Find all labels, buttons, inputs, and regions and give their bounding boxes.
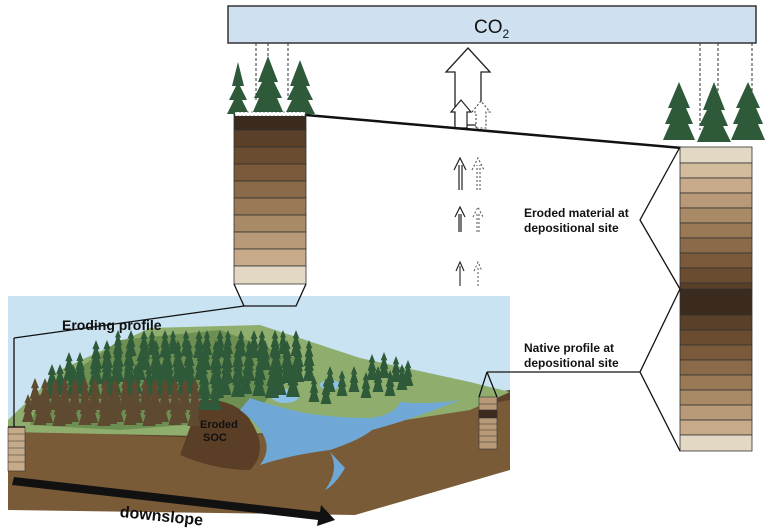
conifer-tree-icon — [187, 394, 201, 426]
conifer-tree-icon — [372, 366, 384, 392]
conifer-tree-icon — [366, 354, 378, 380]
conifer-tree-icon — [384, 370, 396, 396]
eroding-profile-label: Eroding profile — [62, 317, 162, 333]
profile-connector-line — [305, 113, 683, 150]
zoom-lines — [8, 146, 681, 452]
conifer-tree-icon — [239, 364, 253, 394]
eroding-soil-column — [233, 113, 307, 285]
conifer-tree-icon — [67, 394, 79, 422]
upward-arrow-icon — [470, 100, 492, 129]
conifer-tree-icon — [157, 394, 169, 422]
conifer-tree-icon — [390, 356, 402, 382]
conifer-tree-icon — [320, 378, 332, 404]
small-depositional-column — [478, 396, 498, 450]
conifer-tree-icon — [85, 394, 99, 423]
conifer-tree-icon — [302, 352, 316, 381]
conifer-tree-icon — [336, 370, 348, 396]
conifer-tree-icon — [40, 394, 54, 423]
conifer-tree-icon — [402, 360, 414, 386]
conifer-tree-icon — [308, 376, 320, 402]
conifer-tree-icon — [252, 364, 266, 396]
conifer-tree-icon — [663, 82, 765, 142]
upward-arrow-icon — [472, 205, 484, 232]
co2-box — [227, 5, 757, 44]
upward-arrow-icon — [449, 99, 473, 129]
upward-arrow-icon — [471, 156, 485, 190]
forest-trees — [22, 330, 414, 426]
upward-arrow-icon — [453, 156, 467, 190]
conifer-tree-icon — [198, 378, 212, 410]
conifer-tree-icon — [149, 352, 163, 384]
conifer-tree-icon — [286, 364, 300, 397]
conifer-tree-icon — [22, 394, 34, 422]
upward-arrow-icon — [455, 260, 465, 286]
native-profile-label: Native profile at depositional site — [524, 341, 619, 370]
co2-label: CO2 — [474, 17, 510, 41]
conifer-tree-icon — [360, 372, 372, 398]
conifer-tree-icon — [175, 394, 189, 423]
conifer-tree-icon — [273, 364, 287, 395]
depositional-soil-column — [679, 146, 753, 452]
conifer-tree-icon — [193, 330, 205, 358]
downslope-arrow-icon — [12, 477, 335, 526]
conifer-tree-icon — [130, 394, 144, 423]
eroded-material-label: Eroded material at depositional site — [524, 206, 632, 235]
upward-arrow-icon — [473, 260, 483, 286]
conifer-tree-icon — [227, 56, 315, 114]
conifer-tree-icon — [208, 378, 222, 410]
conifer-tree-icon — [218, 364, 232, 395]
small-eroding-column — [7, 426, 26, 472]
eroded-soc-label: Eroded SOC — [200, 419, 241, 444]
conifer-tree-icon — [112, 394, 124, 422]
upward-arrow-icon — [454, 205, 466, 232]
conifer-tree-icon — [348, 366, 360, 392]
conifer-tree-icon — [280, 352, 294, 383]
conifer-tree-icon — [378, 352, 390, 378]
